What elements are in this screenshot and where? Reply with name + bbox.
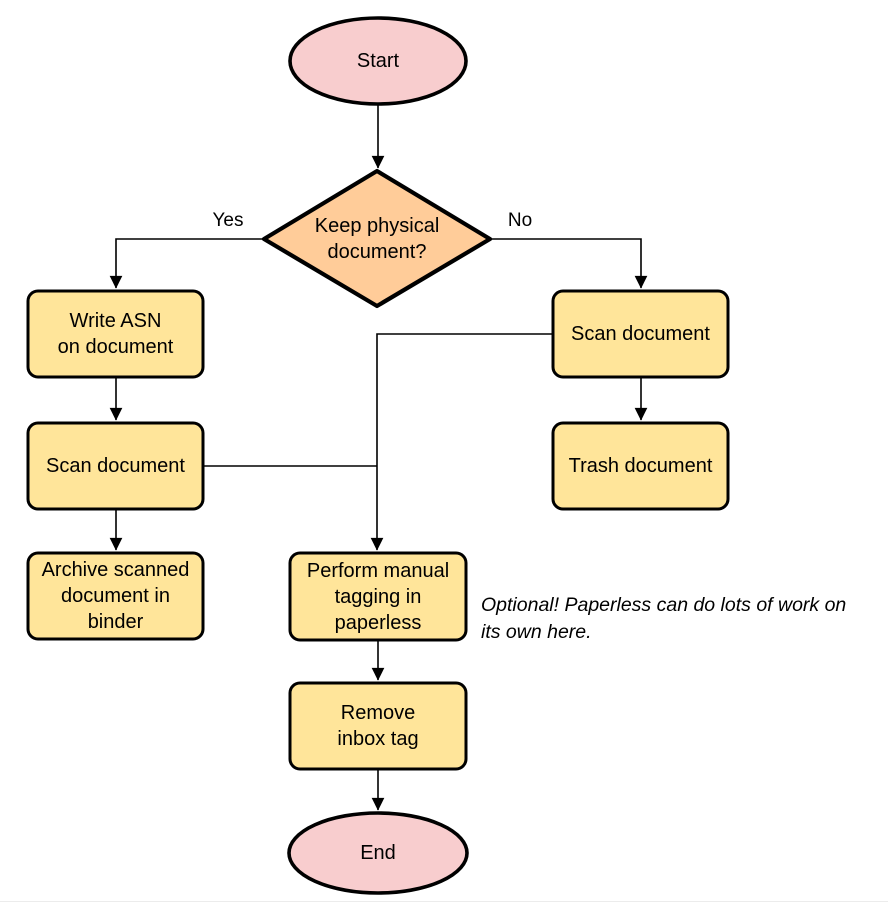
remove-inbox-process-shape <box>288 681 468 771</box>
edge-scan-right-to-tagging <box>370 333 553 551</box>
page-bottom-divider <box>0 901 888 902</box>
start-terminator-shape <box>288 16 468 106</box>
trash-process-shape <box>551 421 730 511</box>
scan-document-right-process-shape <box>551 289 730 379</box>
write-asn-process-shape <box>26 289 205 379</box>
tagging-process-shape <box>288 551 468 642</box>
end-terminator-shape <box>287 811 469 895</box>
edge-decision-no-to-scan-right <box>490 238 648 289</box>
archive-process-shape <box>26 551 205 641</box>
edge-decision-yes-to-write-asn <box>109 238 264 289</box>
scan-document-left-process-shape <box>26 421 205 511</box>
decision-diamond-shape <box>261 168 493 309</box>
